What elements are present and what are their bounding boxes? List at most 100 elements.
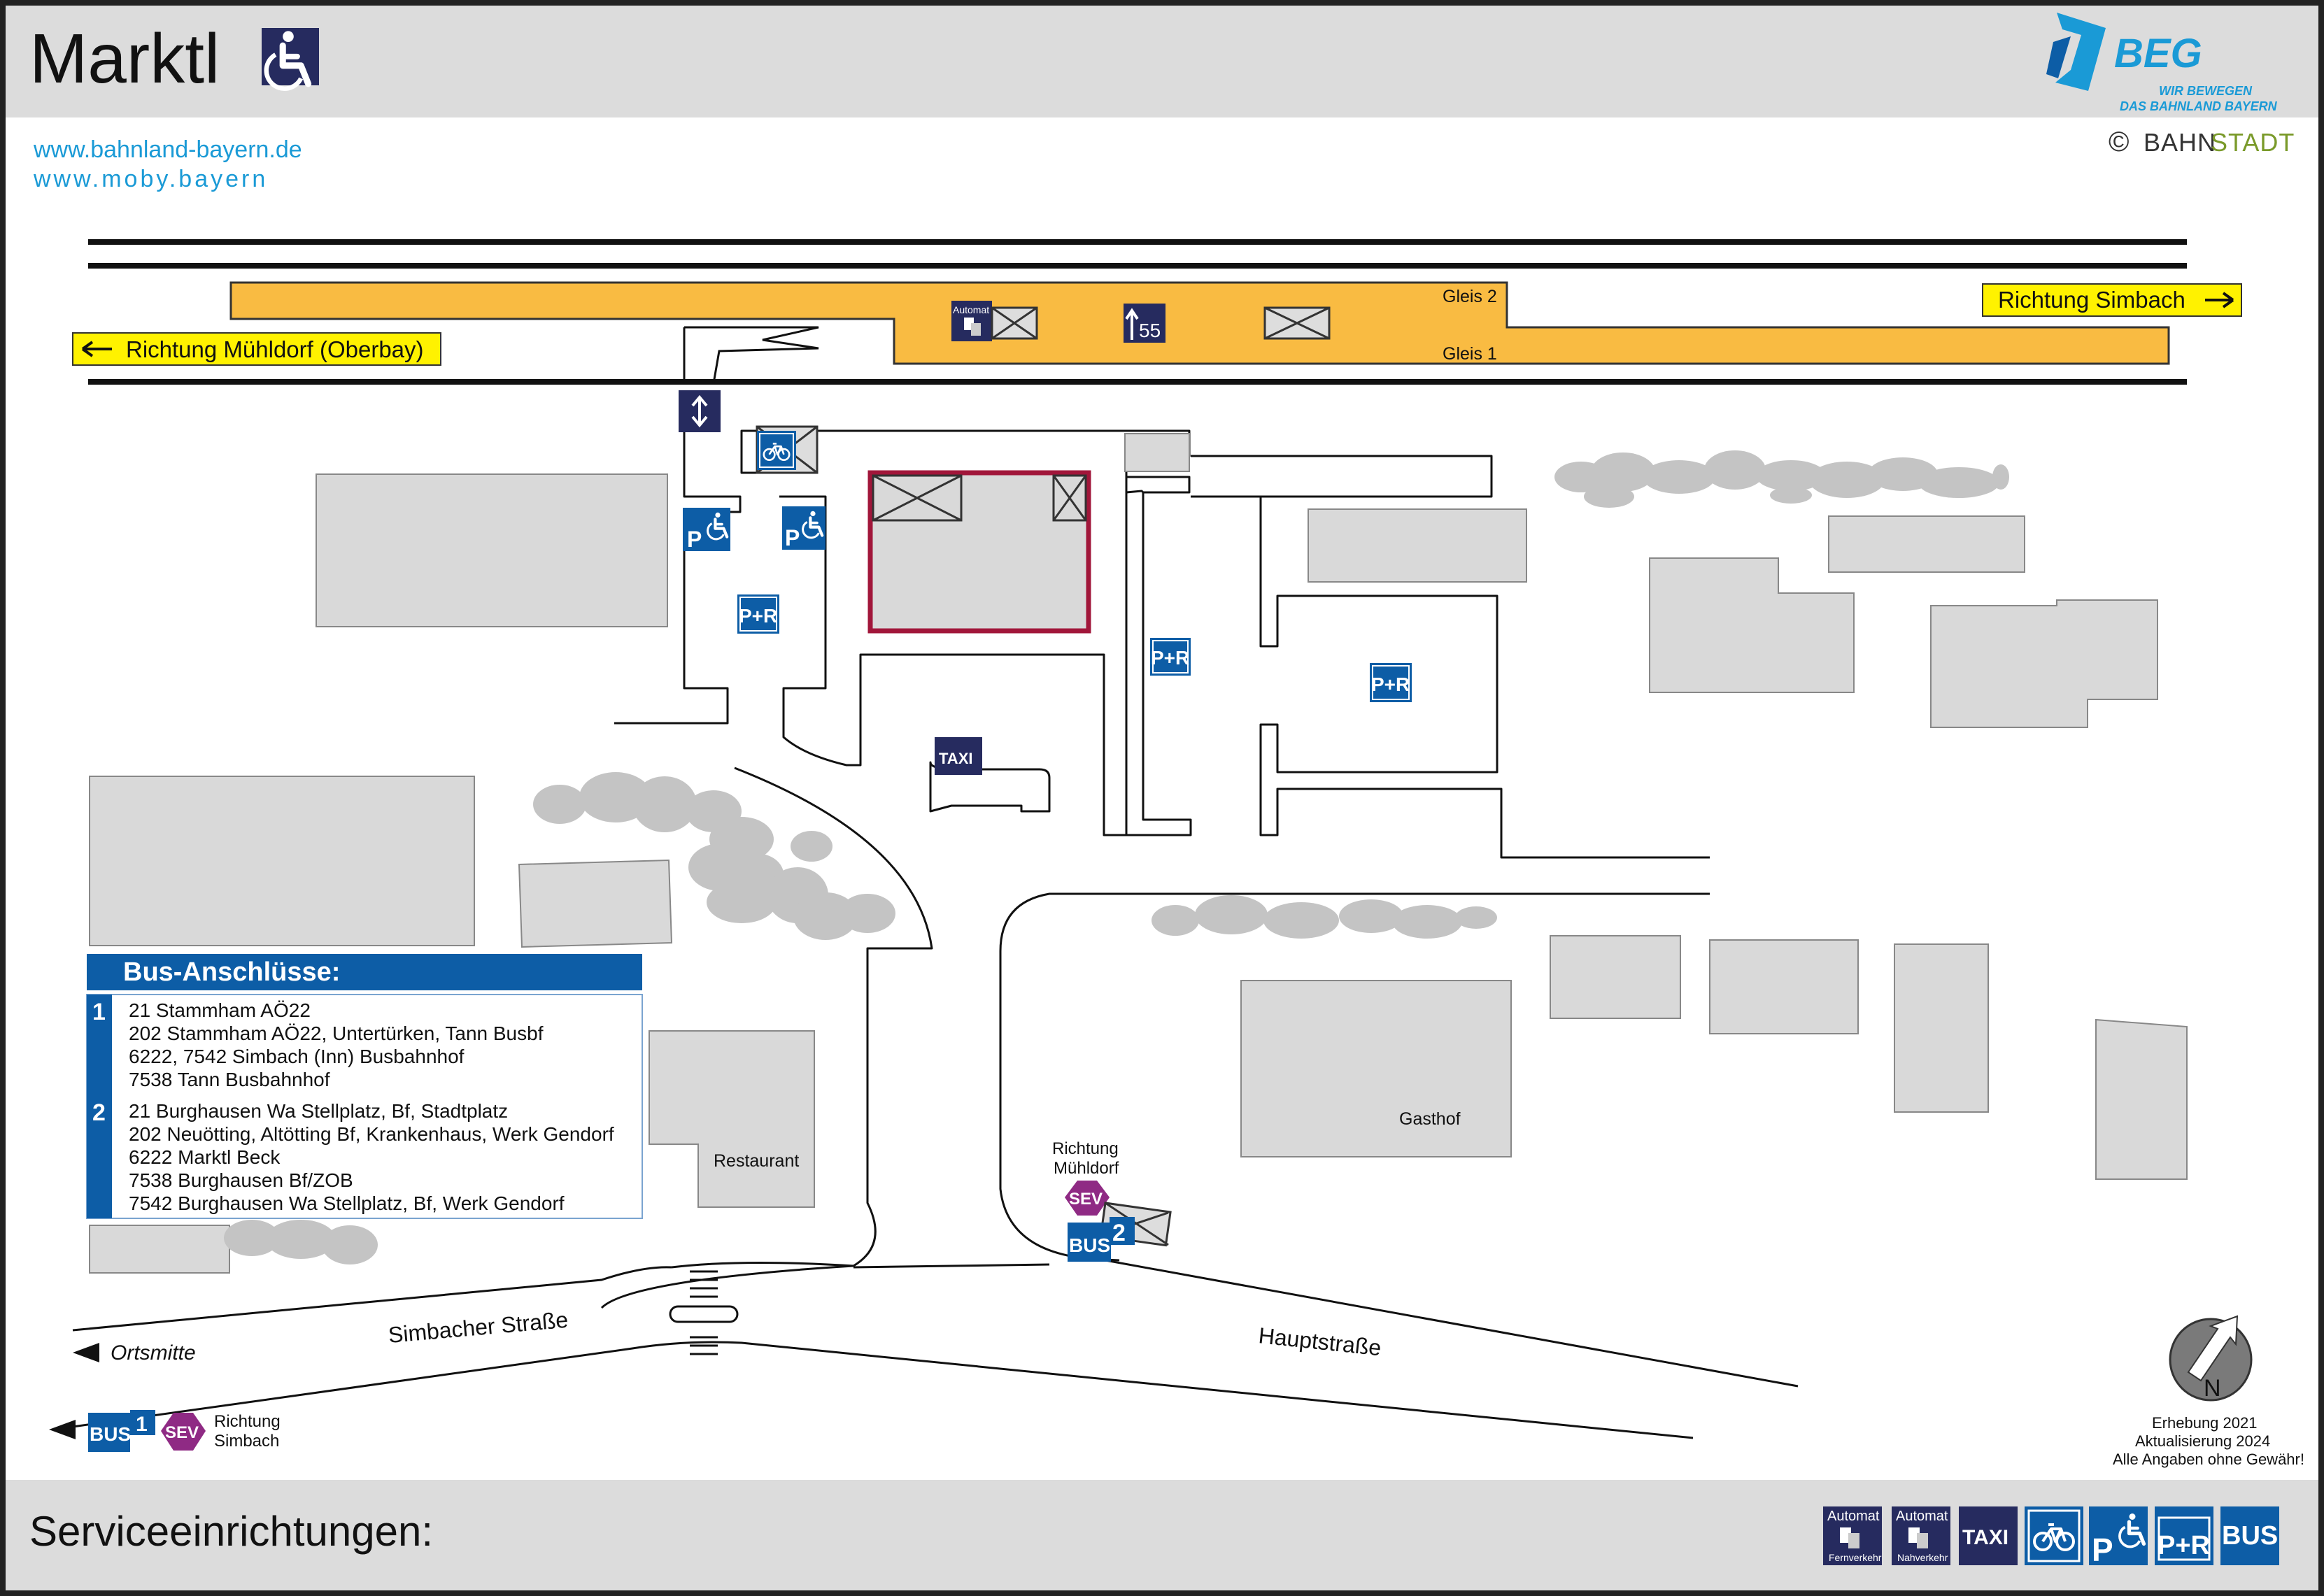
bahnstadt-stadt: STADT [2211,128,2295,157]
bus-stop-1-direction: BUS 1 SEV Richtung Simbach [49,1410,281,1452]
bahnstadt-bahn: BAHN [2144,128,2216,157]
legend-taxi-icon: TAXI [1959,1506,2018,1565]
platform: Gleis 2 Gleis 1 [229,281,2170,365]
station-title: Marktl [29,20,220,98]
legend-ticket-machine-regional-icon: Automat Nahverkehr [1892,1506,1950,1565]
legend-automat-fern-bottom: Fernverkehr [1829,1552,1882,1563]
taxi-label: TAXI [939,750,972,767]
parking-label: P [687,527,702,552]
compass-icon: N [2169,1315,2253,1402]
shelter-icon [991,306,1038,340]
beg-tagline-1: WIR BEWEGEN [2159,84,2253,98]
wheelchair-access-icon [262,28,319,89]
sev-label: SEV [165,1423,199,1442]
direction-ortsmitte: Ortsmitte [73,1341,196,1365]
bus-line: 202 Stammham AÖ22, Untertürken, Tann Bus… [129,1023,544,1044]
legend-disabled-parking-icon: P [2089,1506,2148,1568]
copyright-symbol: © [2109,127,2129,157]
platform-access-path [683,326,819,384]
legend-parking-label: P [2092,1532,2113,1568]
bus-stop-2: Richtung Mühldorf SEV BUS 2 [1052,1139,1172,1262]
direction-simbach-label: Richtung Simbach [1998,287,2185,313]
park-and-ride-icon: P+R [1150,638,1191,676]
disabled-parking-icon: P [683,508,730,552]
bus-line: 202 Neuötting, Altötting Bf, Krankenhaus… [129,1123,614,1145]
legend-automat-nah-top: Automat [1896,1509,1948,1524]
parking-label: P [785,525,800,550]
platform-length-value: 55 [1139,320,1161,341]
ortsmitte-label: Ortsmitte [111,1341,196,1365]
park-and-ride-label: P+R [1371,674,1410,695]
gleis-1-label: Gleis 1 [1443,344,1497,364]
legend-taxi-label: TAXI [1962,1526,2008,1549]
legend-bus-label: BUS [2222,1521,2278,1551]
beg-logo-text: BEG [2114,31,2202,76]
gleis-2-label: Gleis 2 [1443,287,1497,306]
bicycle-parking [756,425,819,474]
richtung-muehldorf-1: Richtung [1052,1139,1119,1158]
bus-connections-title: Bus-Anschlüsse: [123,957,340,987]
park-and-ride-label: P+R [739,605,777,627]
legend-park-and-ride-icon: P+R [2155,1506,2213,1565]
bus-label: BUS [90,1423,131,1445]
richtung-simbach-1: Richtung [214,1412,281,1431]
compass-letter: N [2204,1375,2221,1402]
sev-icon [161,1413,206,1451]
taxi-icon: TAXI [935,737,982,775]
platform-length-icon: 55 [1124,304,1165,343]
bus-line: 7538 Tann Busbahnhof [129,1069,330,1090]
legend-automat-fern-top: Automat [1827,1509,1880,1524]
restaurant-label: Restaurant [714,1151,799,1171]
station-building [867,470,1091,634]
survey-line-1: Erhebung 2021 [2152,1414,2257,1432]
pedestrian-crossing [669,1270,739,1355]
richtung-muehldorf-2: Mühldorf [1054,1159,1119,1178]
footer-title: Serviceeinrichtungen: [29,1508,433,1555]
bahnstadt-copyright: © BAHN STADT [2109,127,2295,157]
survey-line-3: Alle Angaben ohne Gewähr! [2113,1451,2304,1468]
bus-connections-panel: Bus-Anschlüsse: 1 2 21 Stammham AÖ22 202… [86,954,643,1219]
park-and-ride-icon: P+R [1370,663,1412,702]
beg-logo: BEG WIR BEWEGEN DAS BAHNLAND BAYERN [2046,13,2278,113]
sev-icon [1065,1181,1110,1216]
header-bar [6,6,2318,117]
link-moby-bayern[interactable]: www.moby.bayern [33,166,268,192]
direction-simbach: Richtung Simbach [1982,283,2242,317]
automat-label: Automat [953,304,989,315]
park-and-ride-label: P+R [1151,647,1189,669]
bus-line: 6222 Marktl Beck [129,1146,281,1168]
bus-line: 21 Stammham AÖ22 [129,999,311,1021]
bus-line: 21 Burghausen Wa Stellplatz, Bf, Stadtpl… [129,1100,508,1122]
bus-line: 6222, 7542 Simbach (Inn) Busbahnhof [129,1046,465,1067]
disabled-parking-icon: P [782,506,826,550]
gasthof-label: Gasthof [1399,1109,1461,1129]
bus-stop-2-number: 2 [92,1099,106,1126]
bus-stop-1-number: 1 [92,999,106,1025]
beg-tagline-2: DAS BAHNLAND BAYERN [2120,99,2278,113]
bus-label: BUS [1069,1234,1110,1256]
link-bahnland-bayern[interactable]: www.bahnland-bayern.de [33,136,302,163]
railway-tracks [88,239,2187,385]
sev-label: SEV [1069,1190,1103,1209]
legend-ticket-machine-long-distance-icon: Automat Fernverkehr [1823,1506,1882,1565]
trees [224,450,2009,1264]
bus-line: 7538 Burghausen Bf/ZOB [129,1169,353,1191]
bus-stop-2-number: 2 [1112,1220,1126,1246]
shelter-icon [1263,306,1331,340]
buildings [89,433,2188,1274]
bus-line: 7542 Burghausen Wa Stellplatz, Bf, Werk … [129,1192,565,1214]
legend-park-and-ride-label: P+R [2158,1531,2210,1560]
survey-line-2: Aktualisierung 2024 [2135,1432,2270,1450]
elevator-icon [679,390,721,432]
bus-stop-1-number: 1 [136,1413,148,1436]
legend-bus-icon: BUS [2220,1506,2279,1565]
park-and-ride-icon: P+R [737,594,779,634]
richtung-simbach-2: Simbach [214,1432,279,1451]
ticket-machine-icon: Automat [951,301,992,341]
legend-bicycle-parking-icon [2025,1506,2083,1565]
direction-muehldorf: Richtung Mühldorf (Oberbay) [72,332,441,366]
direction-muehldorf-label: Richtung Mühldorf (Oberbay) [126,336,424,362]
roads [72,429,1799,1439]
legend-automat-nah-bottom: Nahverkehr [1897,1552,1948,1563]
